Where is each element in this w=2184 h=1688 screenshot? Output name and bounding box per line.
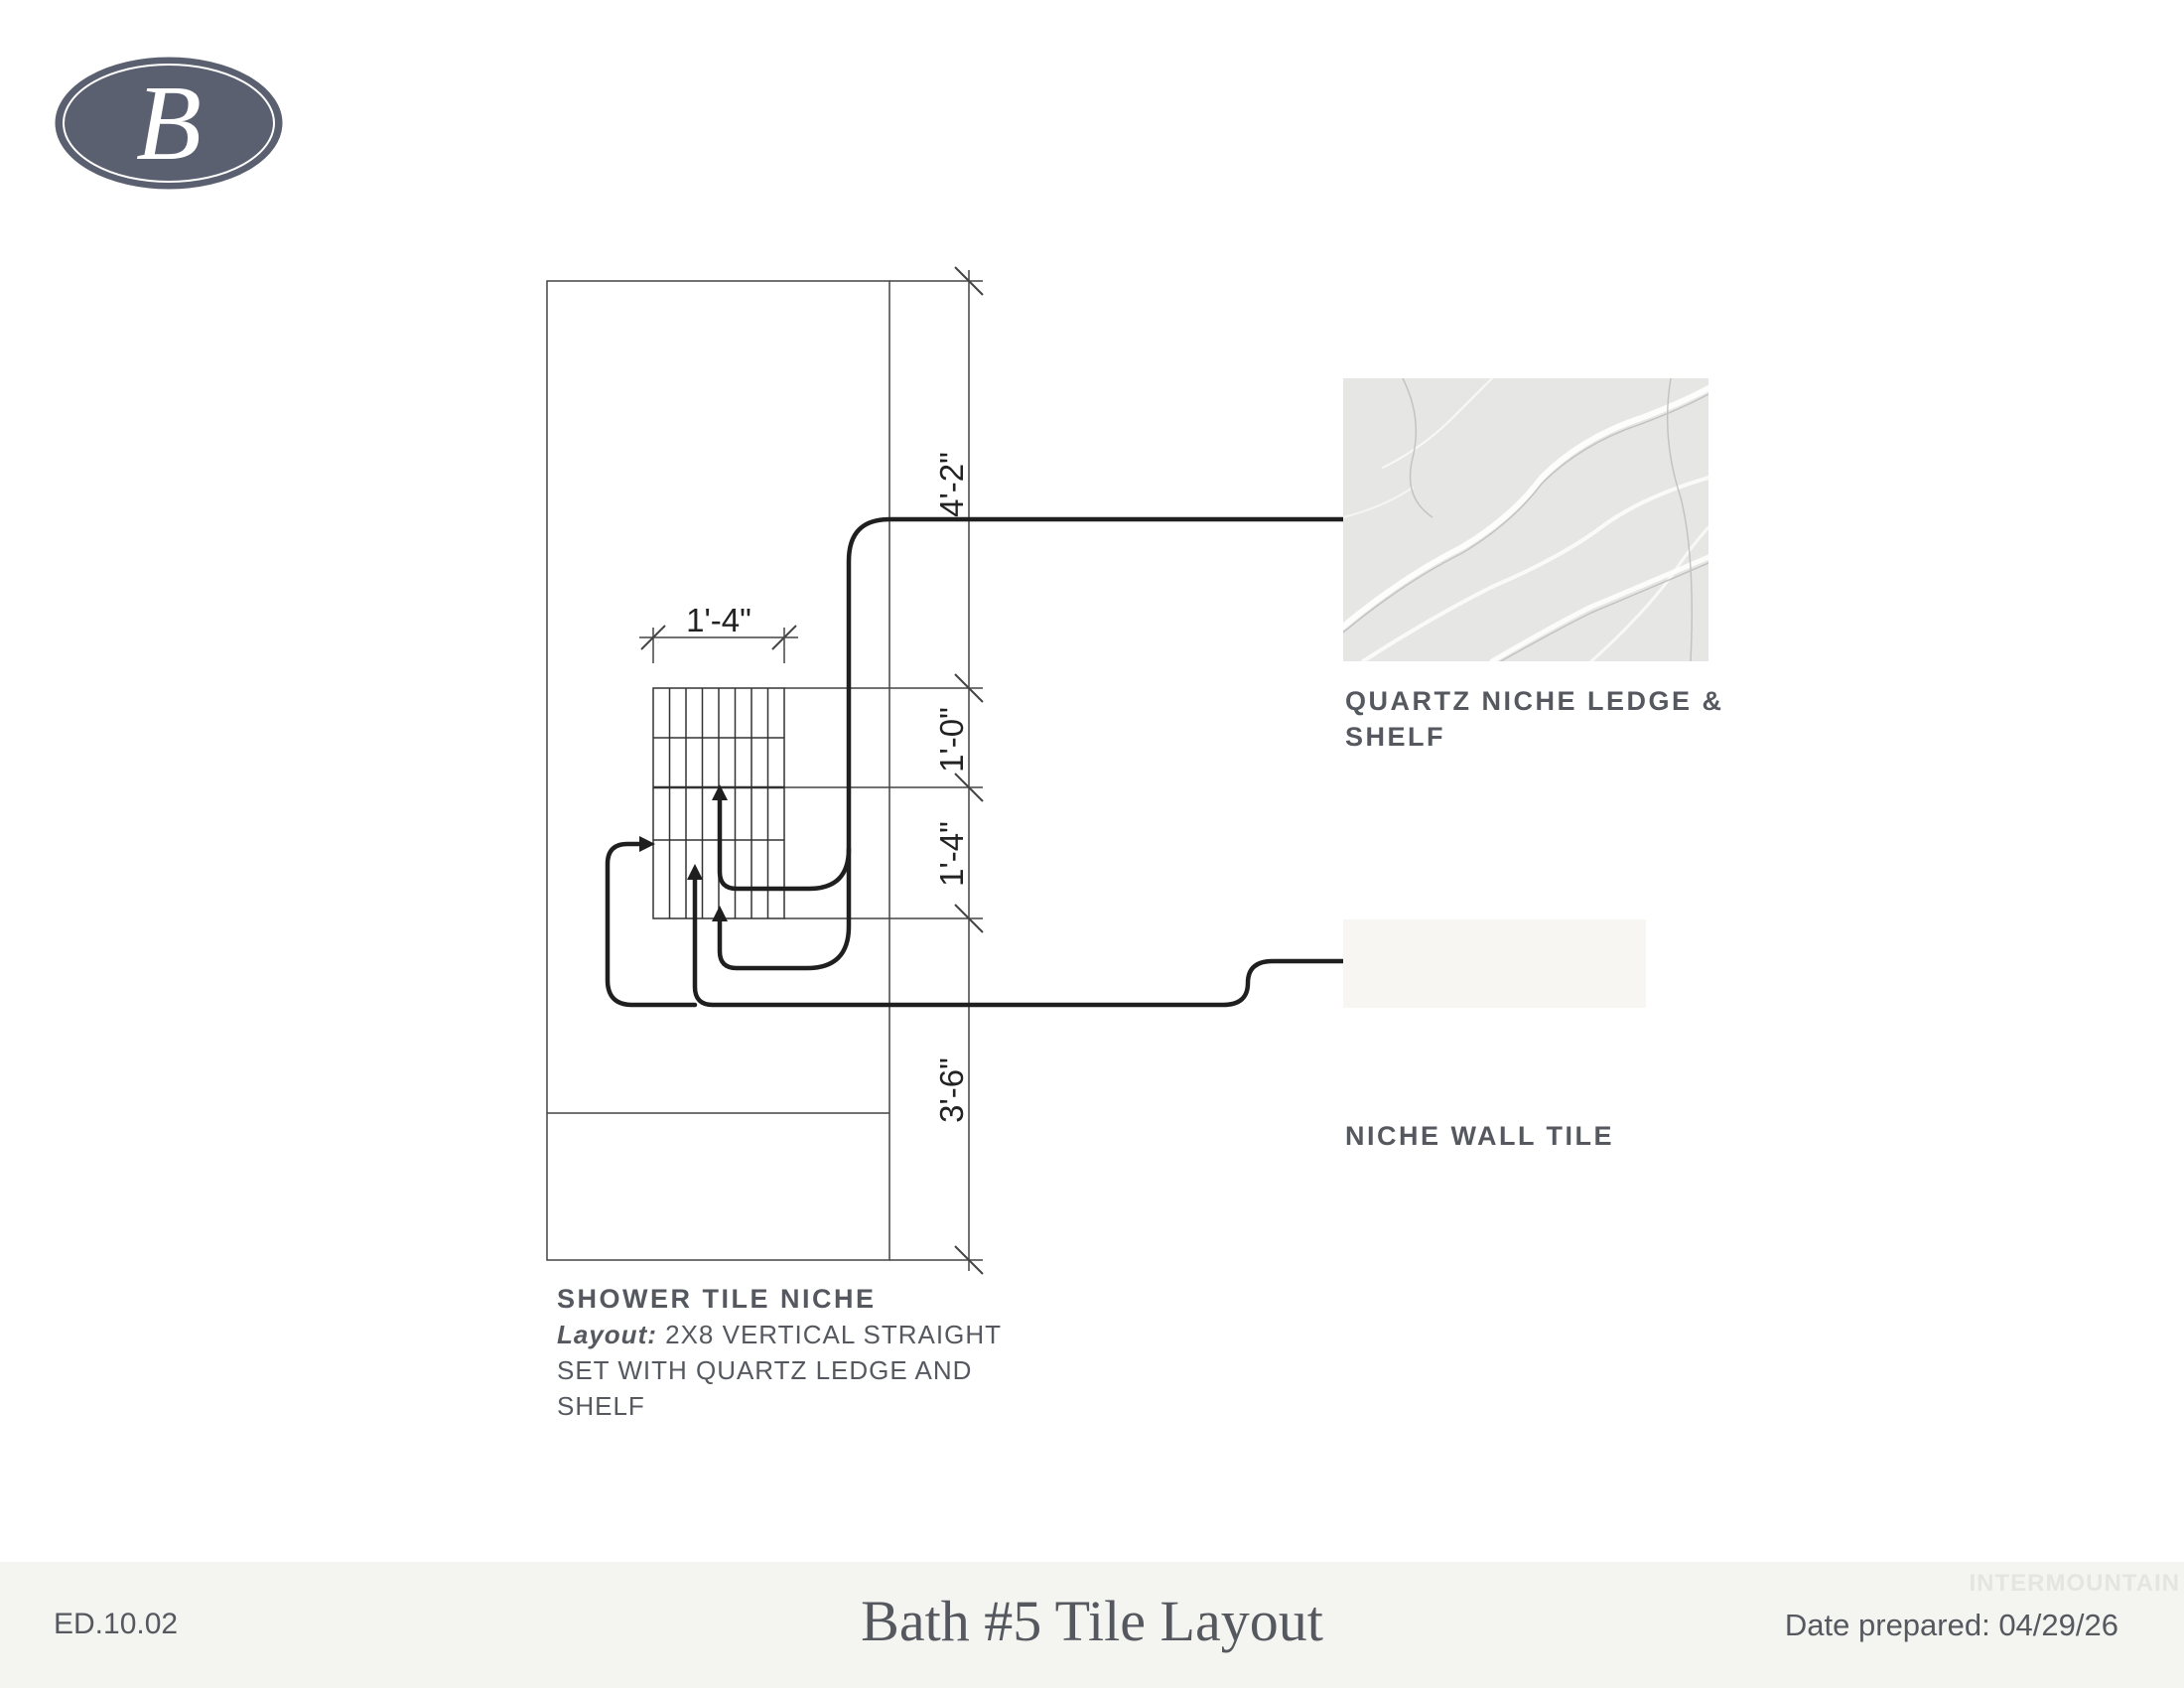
- quartz-swatch: [1343, 378, 1708, 661]
- footer-bar: ED.10.02 Bath #5 Tile Layout Date prepar…: [0, 1562, 2184, 1688]
- quartz-leader: [717, 516, 1346, 971]
- niche-title: SHOWER TILE NICHE: [557, 1284, 877, 1314]
- quartz-shelf-leader: [717, 789, 852, 892]
- wall-outline: [546, 280, 890, 1261]
- wall-tile-leader: [692, 871, 1346, 1008]
- dim-bottom-height: 3'-6": [933, 1057, 970, 1123]
- wall-tile-label: NICHE WALL TILE: [1345, 1121, 1614, 1151]
- arrowhead-1: [712, 784, 728, 800]
- niche-layout: Layout: 2X8 VERTICAL STRAIGHT SET WITH Q…: [557, 1317, 1014, 1424]
- layout-label: Layout:: [557, 1320, 657, 1349]
- sheet-code: ED.10.02: [54, 1608, 179, 1640]
- dim-niche-lower: 1'-4": [933, 821, 970, 887]
- niche-caption: SHOWER TILE NICHE Layout: 2X8 VERTICAL S…: [557, 1281, 1014, 1424]
- quartz-label: QUARTZ NICHE LEDGE & SHELF: [1345, 686, 1724, 752]
- dim-niche-width: 1'-4": [686, 602, 751, 638]
- wall-tile-swatch: [1343, 919, 1646, 1008]
- layout-text: 2X8 VERTICAL STRAIGHT SET WITH QUARTZ LE…: [557, 1320, 1002, 1421]
- arrowhead-3: [687, 864, 703, 880]
- dim-niche-upper: 1'-0": [933, 707, 970, 773]
- date-prepared: Date prepared: 04/29/26: [1784, 1608, 2118, 1642]
- logo-letter: B: [136, 65, 202, 183]
- page-title: Bath #5 Tile Layout: [861, 1589, 1323, 1653]
- arrowhead-4: [639, 836, 655, 852]
- dim-top-height: 4'-2": [933, 452, 970, 517]
- brand-logo: B: [55, 57, 283, 190]
- wall-tile-leader-2: [605, 841, 698, 1008]
- watermark: INTERMOUNTAIN: [1969, 1570, 2180, 1597]
- arrowhead-2: [712, 906, 728, 921]
